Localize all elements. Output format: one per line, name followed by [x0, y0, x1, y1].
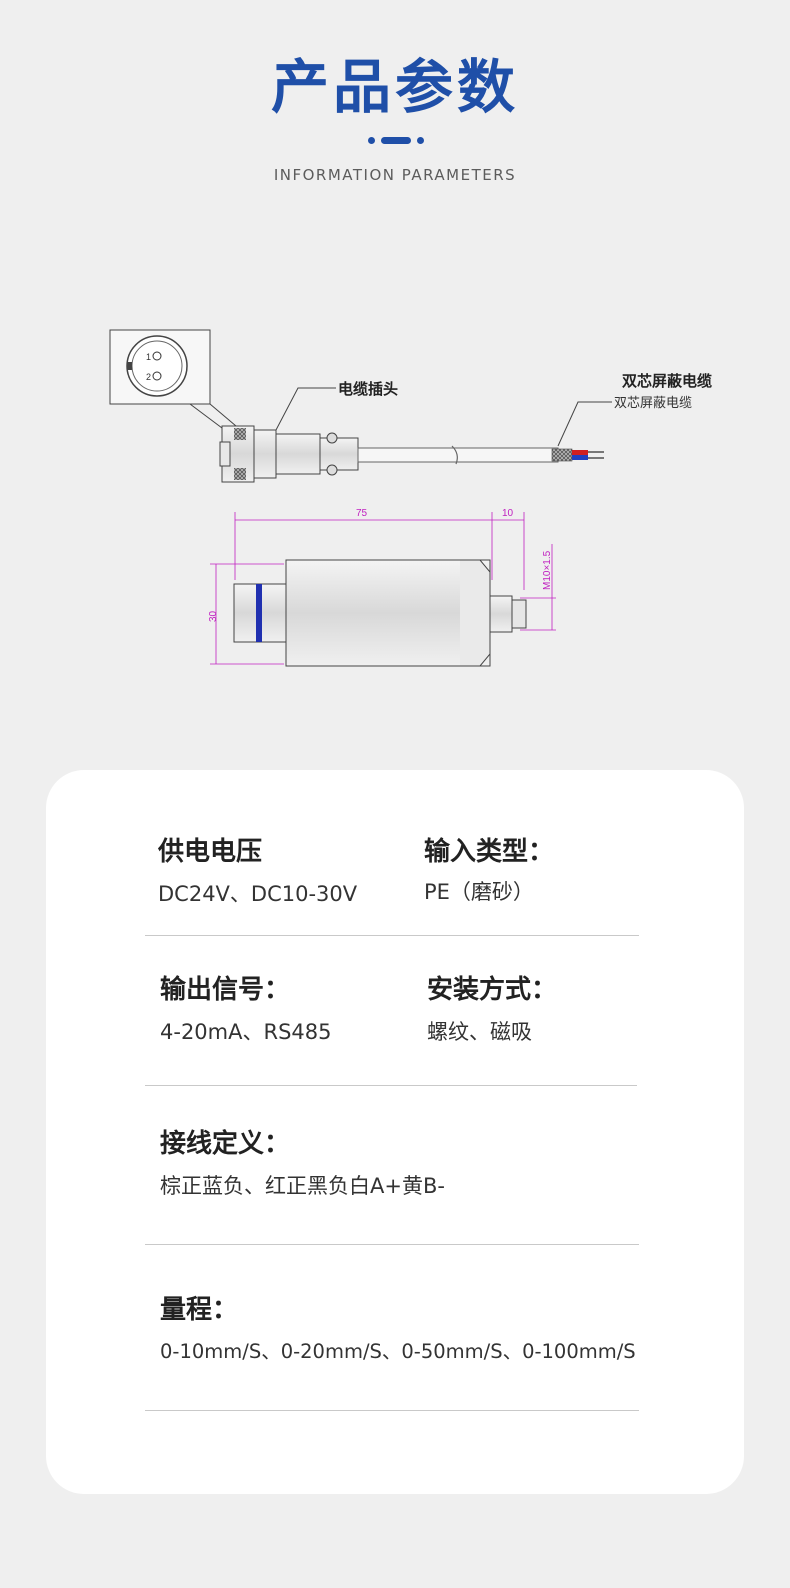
range-value: 0-10mm/S、0-20mm/S、0-50mm/S、0-100mm/S [160, 1340, 636, 1363]
wiring-label: 接线定义： [160, 1129, 291, 1159]
divider [145, 1085, 637, 1086]
cable-label-small: 双芯屏蔽电缆 [614, 395, 692, 411]
range-label: 量程： [160, 1295, 239, 1325]
dim-length: 75 [356, 508, 368, 519]
input-type-label: 输入类型： [424, 837, 555, 867]
mounting-label: 安装方式： [427, 975, 558, 1005]
divider [145, 1410, 639, 1411]
input-type-value: PE（磨砂） [424, 880, 534, 904]
sensor-body [285, 559, 491, 667]
connector-label: 电缆插头 [338, 380, 398, 398]
cable-label: 双芯屏蔽电缆 [622, 372, 712, 390]
pin-1-label: 1 [146, 352, 151, 362]
output-signal-value: 4-20mA、RS485 [160, 1020, 332, 1044]
product-drawing: 1 2 电缆插头 双芯屏蔽电缆 双芯屏蔽电缆 [109, 329, 712, 667]
supply-voltage-label: 供电电压 [158, 837, 263, 867]
page-subtitle: INFORMATION PARAMETERS [273, 166, 517, 184]
connector-face-icon [126, 335, 188, 397]
title-decoration [368, 137, 424, 145]
cable [357, 447, 559, 463]
pin-2-label: 2 [146, 372, 151, 382]
cable-shield [551, 448, 573, 462]
dim-thread-length: 10 [502, 508, 514, 519]
dim-diameter: 30 [208, 610, 219, 622]
divider [145, 935, 639, 936]
supply-voltage-value: DC24V、DC10-30V [158, 882, 358, 906]
page-title: 产品参数 [270, 53, 519, 121]
output-signal-label: 输出信号： [160, 975, 291, 1005]
wiring-value: 棕正蓝负、红正黑负白A+黄B- [160, 1174, 445, 1198]
spec-card [46, 770, 744, 1494]
dimension-drawing: 75 10 30 M10×1.5 [208, 508, 556, 667]
dim-thread: M10×1.5 [542, 550, 553, 590]
divider [145, 1244, 639, 1245]
mounting-value: 螺纹、磁吸 [427, 1020, 532, 1044]
